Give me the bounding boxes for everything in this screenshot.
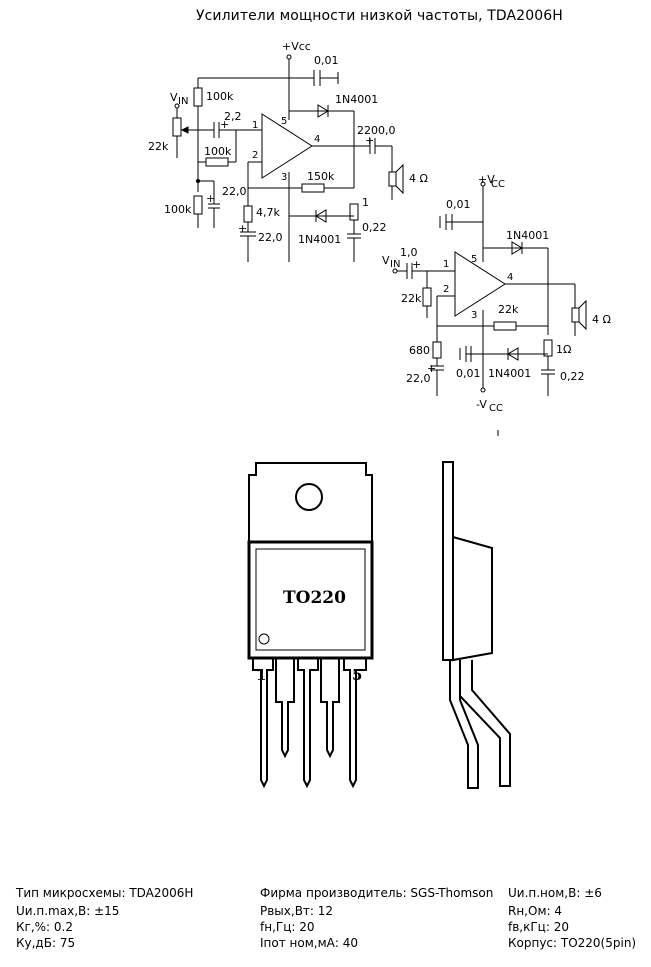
package-pin-first: 1 (256, 666, 266, 684)
c1-speaker-label: 4 Ω (409, 172, 428, 185)
spec-f-low: fн,Гц: 20 (260, 920, 315, 934)
svg-text:+: + (365, 134, 374, 147)
c1-cap-2200-label: 2200,0 (357, 124, 396, 137)
c1-r100k-bot-label: 100k (164, 203, 192, 216)
spec-gain: Ку,дБ: 75 (16, 936, 76, 950)
c2-pin2: 2 (443, 284, 449, 295)
c1-cap-220b-label: 22,0 (258, 231, 283, 244)
package-front-view (247, 462, 374, 789)
svg-text:+: + (427, 362, 436, 375)
c1-cap-220-label: 22,0 (222, 185, 247, 198)
c2-pin3: 3 (471, 310, 477, 321)
c2-supply-pos-sub: CC (491, 179, 505, 190)
c2-cap-220-label: 22,0 (406, 372, 431, 385)
spec-load: Rн,Ом: 4 (508, 904, 562, 918)
c1-input-sub: IN (178, 96, 188, 107)
c2-input-sub: IN (390, 259, 400, 270)
c1-pin2: 2 (252, 150, 258, 161)
circuit-1-labels: +Vcc V IN 0,01 100k 2,2 22k 100k 100k 22… (148, 40, 428, 246)
package-side-view (442, 461, 511, 789)
spec-chip-type: Тип микросхемы: TDA2006H (16, 886, 194, 900)
c2-cap-022-label: 0,22 (560, 370, 585, 383)
c2-cap-001-top-label: 0,01 (446, 198, 471, 211)
spec-supply-max: Uи.п.max,B: ±15 (16, 904, 120, 918)
c1-pot-22k-label: 22k (148, 140, 169, 153)
c2-r680-label: 680 (409, 344, 430, 357)
c1-cap-022-label: 0,22 (362, 221, 387, 234)
schematics: +Vcc V IN 0,01 100k 2,2 22k 100k 100k 22… (148, 40, 611, 436)
c1-diode-bot-label: 1N4001 (298, 233, 341, 246)
c2-cap-10-label: 1,0 (400, 246, 418, 259)
c1-supply-label: +Vcc (282, 40, 311, 53)
c2-r1om-label: 1Ω (556, 343, 571, 356)
spec-thd: Кг,%: 0.2 (16, 920, 73, 934)
c2-supply-neg-sub: CC (489, 403, 503, 414)
spec-package: Корпус: TO220(5pin) (508, 936, 637, 950)
package-name: TO220 (283, 588, 346, 608)
c1-r150k-label: 150k (307, 170, 335, 183)
c2-pin5: 5 (471, 254, 477, 265)
c1-pin4: 4 (314, 134, 320, 145)
c1-pin3: 3 (281, 172, 287, 183)
c1-input-label: V (170, 91, 178, 104)
c1-r100k-top-label: 100k (206, 90, 234, 103)
c2-diode-bot-label: 1N4001 (488, 367, 531, 380)
c1-pin5: 5 (281, 116, 287, 127)
c2-speaker-label: 4 Ω (592, 313, 611, 326)
circuit-2-labels: +V CC -V CC V IN 0,01 1N4001 1,0 22k 22k… (382, 173, 611, 414)
c2-r22k-in-label: 22k (401, 292, 422, 305)
svg-text:+: + (238, 222, 247, 235)
svg-text:+: + (220, 118, 229, 131)
circuit-2 (392, 181, 587, 436)
page-title: Усилители мощности низкой частоты, TDA20… (196, 8, 563, 24)
package-pin-last: 5 (352, 666, 362, 684)
circuit-1 (172, 54, 404, 262)
spec-manufacturer: Фирма производитель: SGS-Thomson (260, 886, 494, 900)
spec-output-power: Рвых,Вт: 12 (260, 904, 334, 918)
c2-diode-top-label: 1N4001 (506, 229, 549, 242)
to220-package-drawing: TO220 1 5 (247, 461, 511, 789)
spec-quiescent-current: Iпот ном,мА: 40 (260, 936, 358, 950)
c2-supply-pos: +V (478, 173, 495, 186)
spec-supply-nominal: Uи.п.ном,B: ±6 (508, 886, 602, 900)
c2-input-label: V (382, 254, 390, 267)
spec-f-high: fв,кГц: 20 (508, 920, 569, 934)
c2-supply-neg: -V (476, 398, 487, 411)
svg-text:+: + (412, 258, 421, 271)
svg-text:+: + (206, 192, 215, 205)
c2-cap-001-bot-label: 0,01 (456, 367, 481, 380)
c1-cap-22-label: 2,2 (224, 110, 242, 123)
c1-cap-001-label: 0,01 (314, 54, 339, 67)
c2-pin4: 4 (507, 272, 513, 283)
c1-diode-top-label: 1N4001 (335, 93, 378, 106)
c1-r100k-fb-label: 100k (204, 145, 232, 158)
c1-r47k-label: 4,7k (256, 206, 280, 219)
c1-pin1: 1 (252, 120, 258, 131)
c1-r1-label: 1 (362, 196, 369, 209)
c2-pin1: 1 (443, 259, 449, 270)
c2-r22k-fb-label: 22k (498, 303, 519, 316)
